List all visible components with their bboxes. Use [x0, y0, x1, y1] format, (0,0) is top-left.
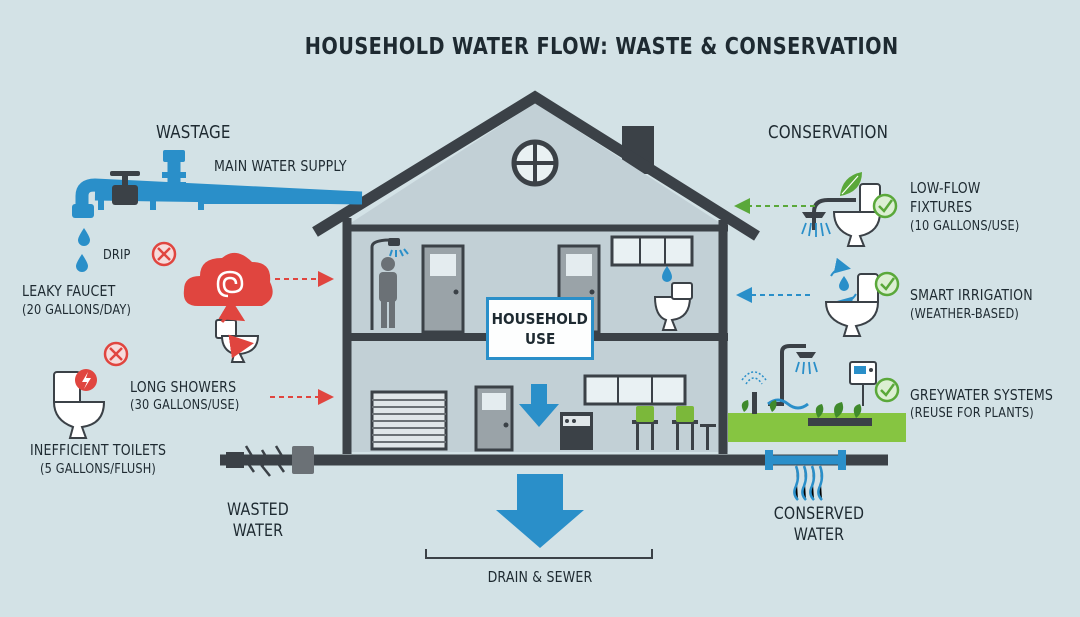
wasted-water-label-line2: WATER: [232, 521, 284, 541]
roof: [312, 90, 760, 241]
household-use-label: HOUSEHOLD USE: [486, 297, 594, 360]
check-icon: [872, 193, 898, 219]
low-flow-label-line1: LOW-FLOW: [910, 179, 981, 197]
low-flow-fixture-icon: [801, 172, 882, 247]
check-icon: [874, 271, 900, 297]
chairs-icon: [632, 406, 716, 450]
low-flow-label-line2: FIXTURES: [910, 198, 973, 216]
broken-pipe-icon: [226, 445, 314, 477]
drip-label: DRIP: [103, 247, 131, 263]
door-lower: [474, 385, 514, 452]
cross-icon: [103, 341, 129, 367]
upstairs-toilet-icon: [653, 266, 693, 331]
leaky-faucet-label: LEAKY FAUCET: [22, 282, 116, 300]
steam-cloud-icon: [183, 252, 273, 306]
smart-irrigation-icon: [824, 257, 880, 337]
drain-bracket: [425, 549, 653, 559]
door-upper-left: [421, 244, 465, 334]
shower-person-icon: [370, 238, 409, 330]
inefficient-toilets-rate: (5 GALLONS/FLUSH): [40, 461, 157, 477]
lower-window: [583, 374, 687, 406]
cross-icon: [151, 241, 177, 267]
drain-sewer-label: DRAIN & SEWER: [487, 568, 593, 586]
greywater-rate: (REUSE FOR PLANTS): [910, 405, 1034, 421]
appliance-icon: [560, 412, 593, 450]
conserved-water-outflow-icon: [765, 450, 846, 501]
inefficient-toilets-label: INEFFICIENT TOILETS: [30, 441, 167, 459]
wastage-heading: WASTAGE: [156, 122, 231, 143]
low-flow-rate: (10 GALLONS/USE): [910, 218, 1020, 234]
greywater-system-icon: [728, 344, 906, 442]
household-use-line2: USE: [524, 329, 556, 348]
conserved-water-label-line2: WATER: [793, 525, 845, 545]
house-body: [343, 103, 728, 452]
conservation-heading: CONSERVATION: [768, 122, 889, 143]
house: [312, 90, 760, 454]
household-use-line1: HOUSEHOLD: [491, 309, 589, 328]
drip-icon: [76, 228, 90, 272]
conserved-water-label-line1: CONSERVED: [773, 504, 865, 524]
long-showers-label: LONG SHOWERS: [130, 378, 237, 396]
smart-irrigation-label: SMART IRRIGATION: [910, 286, 1033, 304]
drain-arrow: [496, 474, 584, 548]
household-flow-arrow: [519, 384, 559, 427]
greywater-label: GREYWATER SYSTEMS: [910, 386, 1054, 404]
page-title: HOUSEHOLD WATER FLOW: WASTE & CONSERVATI…: [304, 34, 899, 60]
long-showers-rate: (30 GALLONS/USE): [130, 397, 240, 413]
main-supply-label: MAIN WATER SUPPLY: [214, 157, 347, 175]
valve-icon: [110, 171, 140, 205]
wasted-water-label-line1: WASTED: [227, 500, 289, 520]
round-window: [511, 139, 559, 187]
upper-window: [610, 235, 694, 267]
check-icon: [874, 377, 900, 403]
lawn: [728, 413, 906, 442]
smart-irrigation-rate: (WEATHER-BASED): [910, 306, 1019, 322]
garage-door: [370, 390, 448, 451]
flushing-toilet-icon: [215, 298, 260, 363]
leaky-faucet-rate: (20 GALLONS/DAY): [22, 302, 132, 318]
inefficient-toilet-icon: [52, 369, 106, 439]
